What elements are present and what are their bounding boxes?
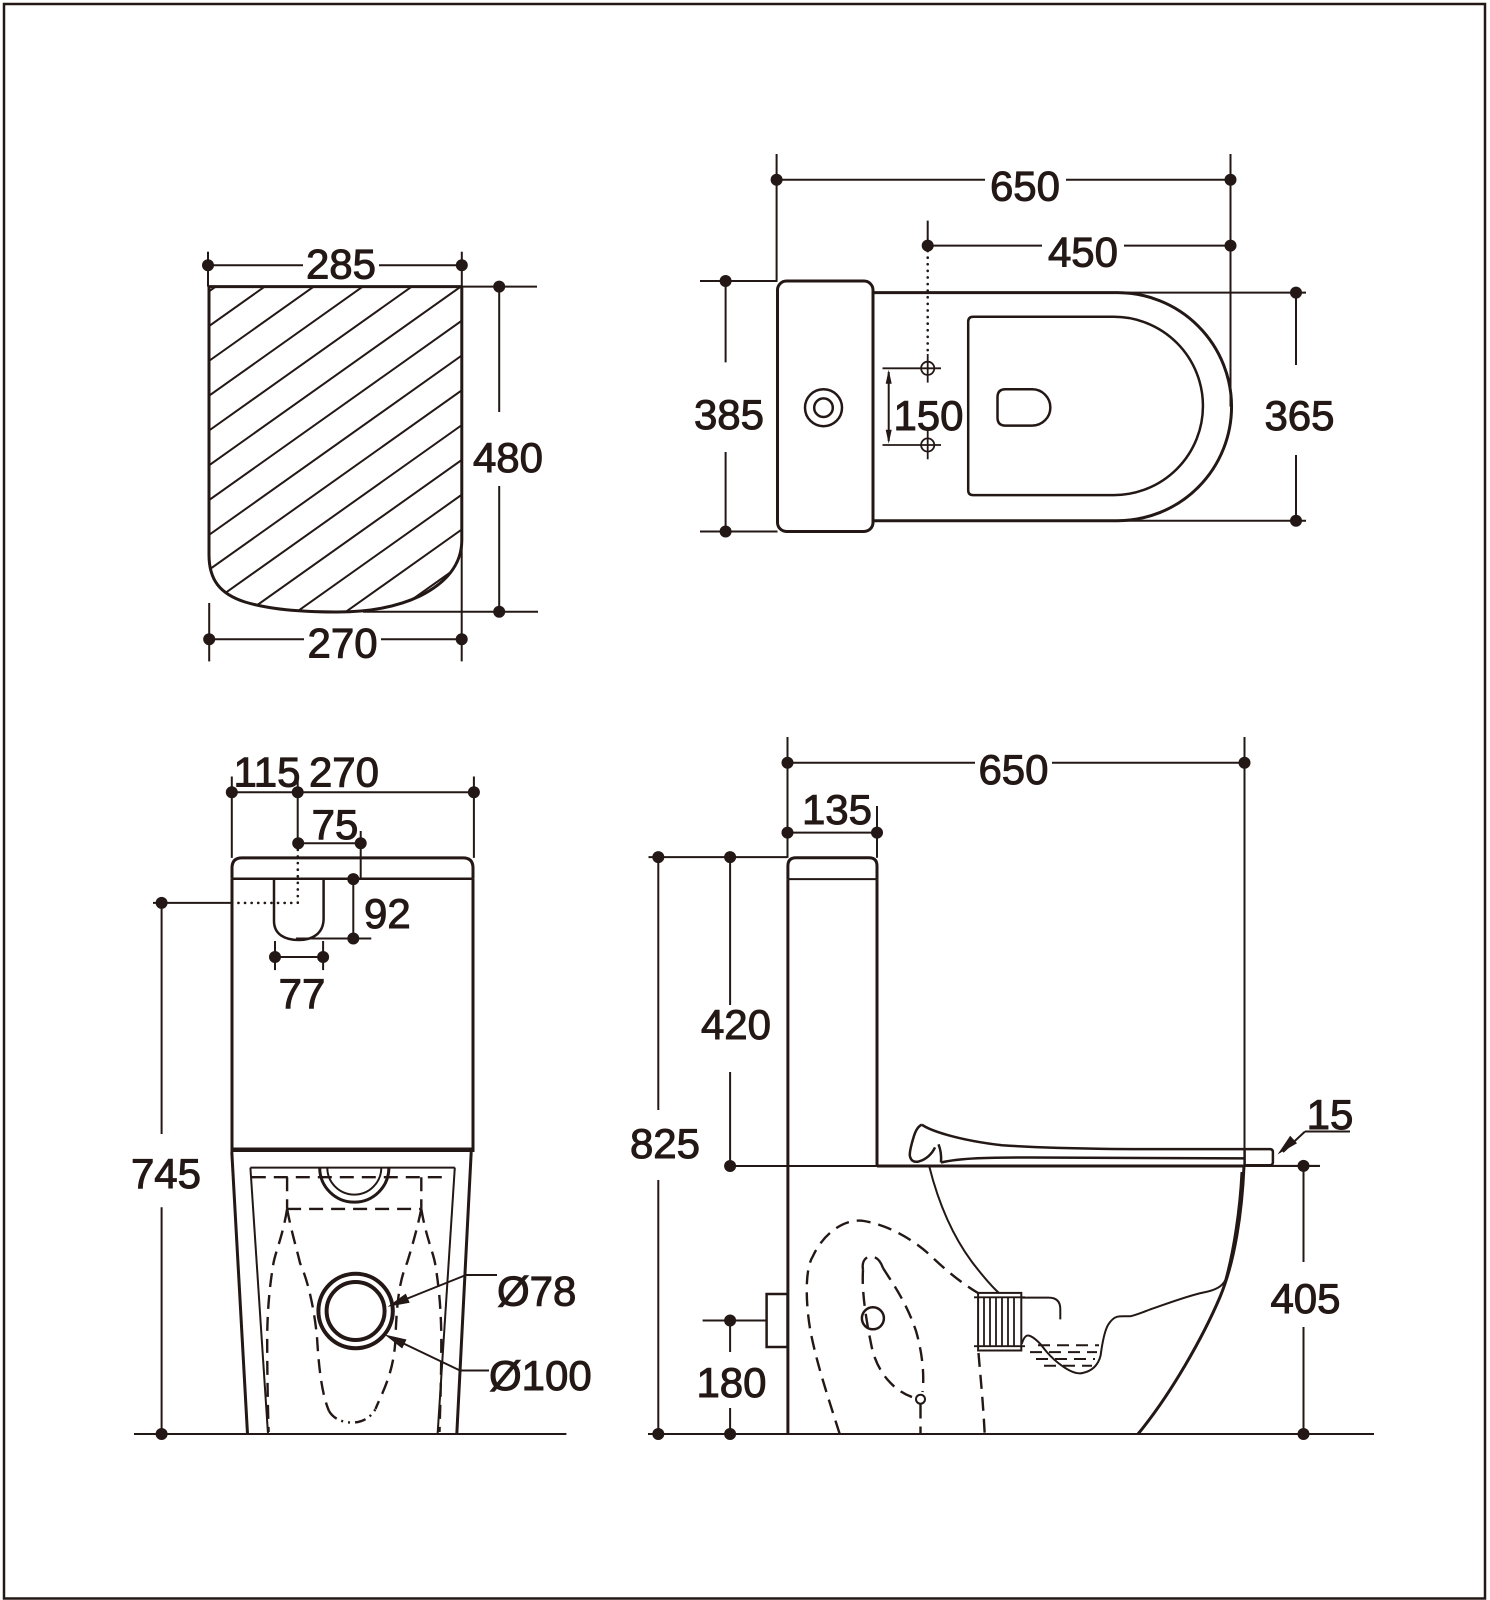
svg-text:92: 92 (364, 890, 411, 937)
svg-text:Ø78: Ø78 (497, 1268, 576, 1315)
svg-text:270: 270 (308, 620, 378, 667)
svg-text:Ø100: Ø100 (489, 1352, 592, 1399)
svg-text:650: 650 (978, 746, 1048, 793)
svg-text:745: 745 (131, 1150, 201, 1197)
svg-text:450: 450 (1048, 229, 1118, 276)
svg-text:115: 115 (234, 749, 301, 796)
svg-text:180: 180 (696, 1359, 766, 1406)
svg-text:150: 150 (893, 392, 963, 439)
svg-text:270: 270 (309, 749, 379, 796)
svg-text:825: 825 (630, 1120, 700, 1167)
svg-text:650: 650 (990, 163, 1060, 210)
svg-text:420: 420 (701, 1001, 771, 1048)
svg-text:77: 77 (279, 970, 326, 1017)
svg-text:15: 15 (1307, 1091, 1354, 1138)
svg-text:480: 480 (473, 434, 543, 481)
svg-text:285: 285 (306, 241, 376, 288)
svg-text:365: 365 (1264, 392, 1334, 439)
svg-text:385: 385 (694, 391, 764, 438)
svg-text:405: 405 (1270, 1275, 1340, 1322)
svg-text:135: 135 (802, 786, 872, 833)
svg-text:75: 75 (312, 801, 359, 848)
